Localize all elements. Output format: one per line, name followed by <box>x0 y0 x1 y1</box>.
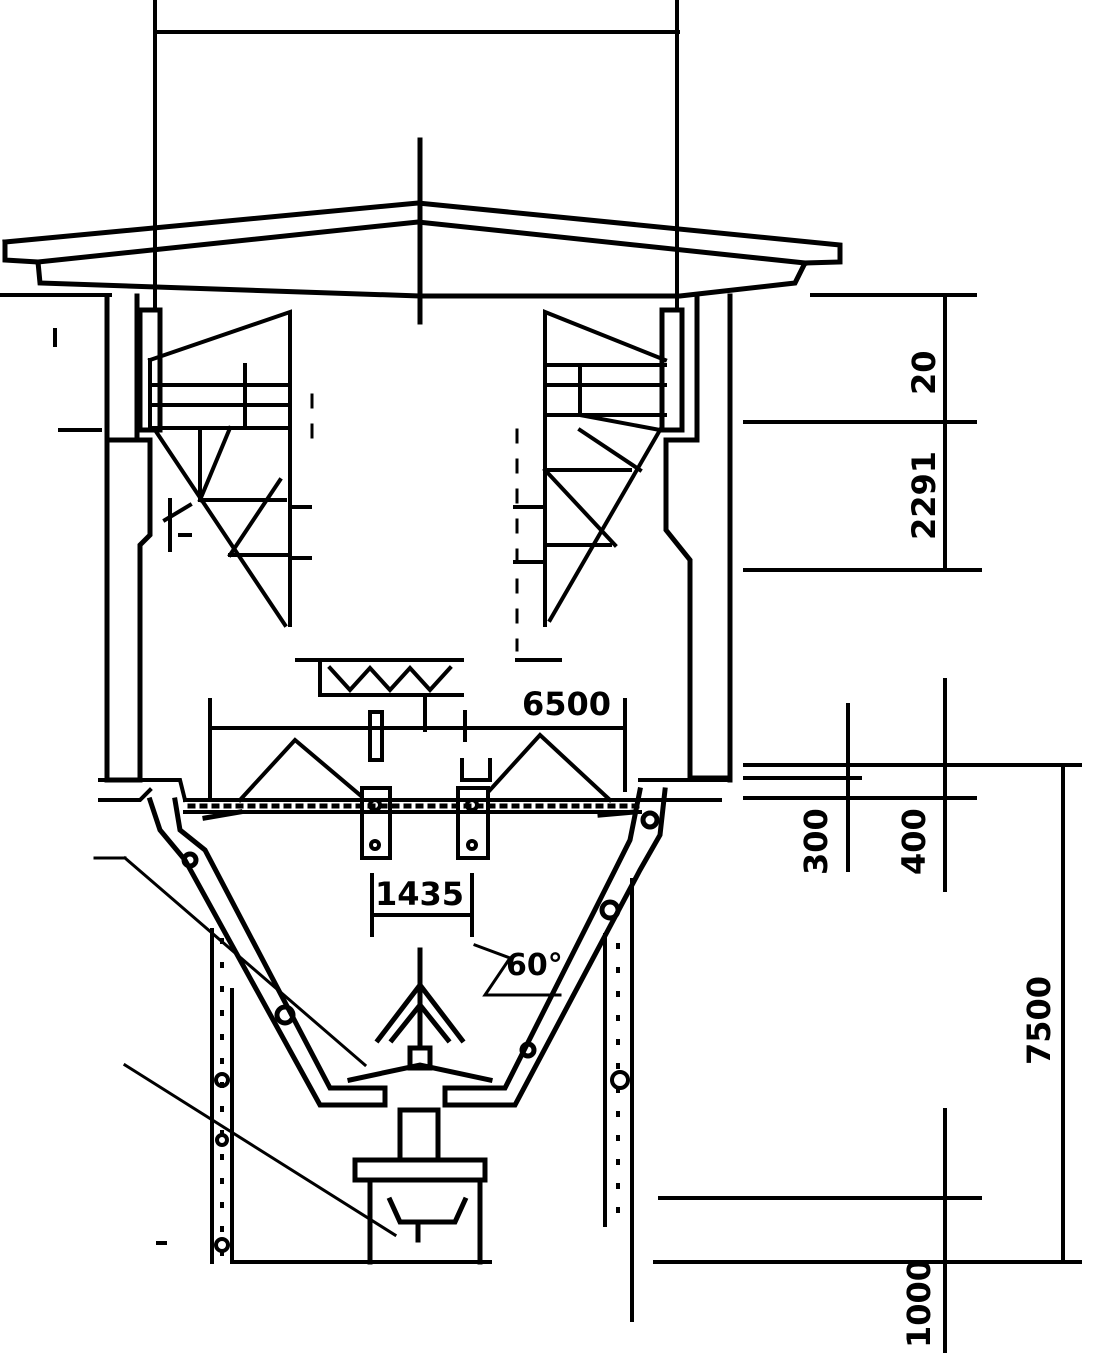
gauge-dimension <box>370 873 474 937</box>
span-dimension <box>208 698 627 802</box>
right-dimensions <box>653 293 1082 1353</box>
wagon-hangers <box>360 710 492 860</box>
dim-1000: 1000 <box>900 1259 938 1348</box>
center-guides <box>310 393 519 652</box>
angle-60-label: 60° <box>506 948 563 983</box>
hopper <box>146 787 668 1108</box>
roof <box>2 137 843 325</box>
foundation-walls <box>210 878 634 1322</box>
feeder-machine <box>352 1107 488 1265</box>
track-deck <box>98 778 732 814</box>
leader-lines <box>93 855 398 1238</box>
angle-marker <box>473 943 562 997</box>
conveyor-truss <box>295 658 562 732</box>
dim-400: 400 <box>895 808 933 875</box>
stray-marks <box>0 293 914 1245</box>
left-truss <box>147 309 312 628</box>
foundation-dots <box>220 938 620 1257</box>
left-wall <box>104 293 163 783</box>
dim-300: 300 <box>797 808 835 875</box>
right-truss <box>513 309 668 627</box>
dim-7500: 7500 <box>1020 976 1058 1065</box>
dim-6500: 6500 <box>522 685 611 723</box>
dim-1435: 1435 <box>375 875 464 913</box>
dim-2291: 2291 <box>905 451 943 540</box>
distributor-cone <box>347 947 493 1083</box>
dim-20: 20 <box>905 350 943 395</box>
deck-trusses <box>237 732 613 803</box>
right-wall <box>659 293 733 783</box>
top-dimension-line <box>153 0 680 312</box>
